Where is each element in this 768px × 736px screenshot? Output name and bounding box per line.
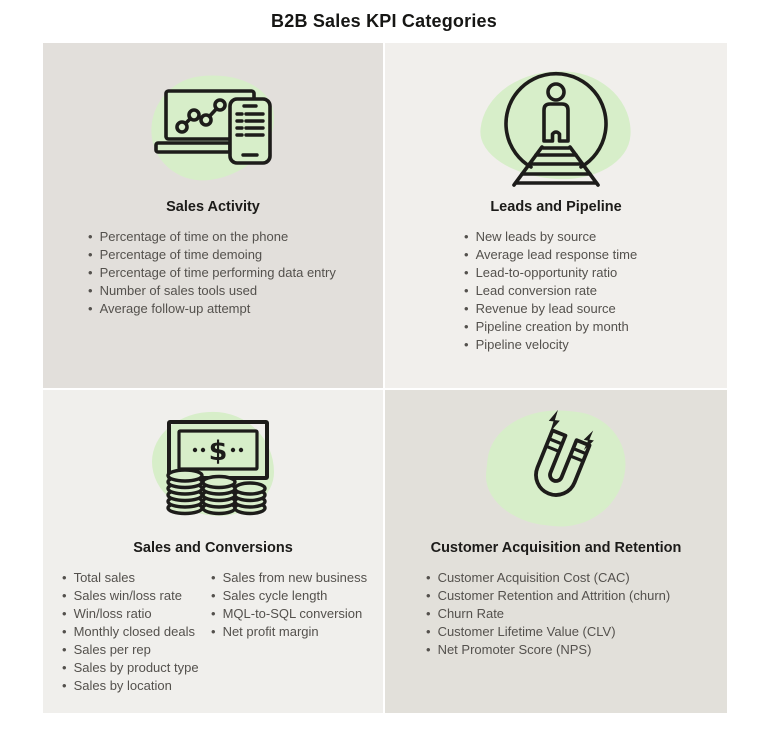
kpi-list: New leads by sourceAverage lead response… xyxy=(464,228,727,354)
kpi-list-item: Lead-to-opportunity ratio xyxy=(464,264,727,282)
kpi-list-column-1: Total salesSales win/loss rateWin/loss r… xyxy=(62,569,211,695)
laptop-chart-phone-icon xyxy=(154,89,272,165)
kpi-list-item: Revenue by lead source xyxy=(464,300,727,318)
kpi-list-item: Sales cycle length xyxy=(211,587,367,605)
kpi-list-item: Number of sales tools used xyxy=(88,282,383,300)
kpi-list-item: Sales per rep xyxy=(62,641,211,659)
svg-text:$: $ xyxy=(209,436,228,467)
kpi-list-item: Customer Acquisition Cost (CAC) xyxy=(426,569,727,587)
kpi-list-item: Net profit margin xyxy=(211,623,367,641)
quadrant-sales-activity: Sales Activity Percentage of time on the… xyxy=(43,43,383,388)
person-pipeline-icon xyxy=(504,71,608,187)
kpi-list-item: Total sales xyxy=(62,569,211,587)
kpi-list-item: New leads by source xyxy=(464,228,727,246)
quadrant-sales-conversions: $ Sales and Conversions Total salesSales… xyxy=(43,390,383,713)
header: B2B Sales KPI Categories xyxy=(0,0,768,43)
cash-coins-icon: $ xyxy=(166,420,269,516)
kpi-list-item: Monthly closed deals xyxy=(62,623,211,641)
magnet-icon xyxy=(534,409,594,497)
section-heading: Customer Acquisition and Retention xyxy=(430,540,682,556)
kpi-list-item: Sales by location xyxy=(62,677,211,695)
kpi-list-item: Percentage of time performing data entry xyxy=(88,264,383,282)
kpi-list-item: Average lead response time xyxy=(464,246,727,264)
kpi-list-item: Sales by product type xyxy=(62,659,211,677)
kpi-list-item: Customer Retention and Attrition (churn) xyxy=(426,587,727,605)
kpi-list: Customer Acquisition Cost (CAC)Customer … xyxy=(426,569,727,659)
section-heading: Leads and Pipeline xyxy=(490,199,622,215)
section-heading: Sales Activity xyxy=(166,199,260,215)
kpi-list-item: Win/loss ratio xyxy=(62,605,211,623)
sales-conversions-icon-area: $ xyxy=(43,398,383,538)
kpi-list-item: Net Promoter Score (NPS) xyxy=(426,641,727,659)
leads-pipeline-icon-area xyxy=(385,57,727,197)
section-heading: Sales and Conversions xyxy=(133,540,293,556)
kpi-list-item: Percentage of time on the phone xyxy=(88,228,383,246)
kpi-list: Percentage of time on the phonePercentag… xyxy=(88,228,383,318)
kpi-list-item: Lead conversion rate xyxy=(464,282,727,300)
kpi-list-item: Sales win/loss rate xyxy=(62,587,211,605)
kpi-list-column-2: Sales from new businessSales cycle lengt… xyxy=(211,569,368,695)
kpi-list-item: Customer Lifetime Value (CLV) xyxy=(426,623,727,641)
kpi-quadrant-grid: Sales Activity Percentage of time on the… xyxy=(43,43,727,713)
quadrant-leads-pipeline: Leads and Pipeline New leads by sourceAv… xyxy=(385,43,727,388)
kpi-list-item: Average follow-up attempt xyxy=(88,300,383,318)
kpi-list-item: Pipeline creation by month xyxy=(464,318,727,336)
kpi-list-item: Churn Rate xyxy=(426,605,727,623)
quadrant-customer-acquisition-retention: Customer Acquisition and Retention Custo… xyxy=(385,390,727,713)
kpi-two-column-list: Total salesSales win/loss rateWin/loss r… xyxy=(62,569,383,695)
kpi-list-item: MQL-to-SQL conversion xyxy=(211,605,367,623)
page-title: B2B Sales KPI Categories xyxy=(271,11,497,31)
kpi-list-item: Sales from new business xyxy=(211,569,368,587)
kpi-list-item: Pipeline velocity xyxy=(464,336,727,354)
sales-activity-icon-area xyxy=(43,57,383,197)
kpi-list-item: Percentage of time demoing xyxy=(88,246,383,264)
customer-acquisition-icon-area xyxy=(385,398,727,538)
